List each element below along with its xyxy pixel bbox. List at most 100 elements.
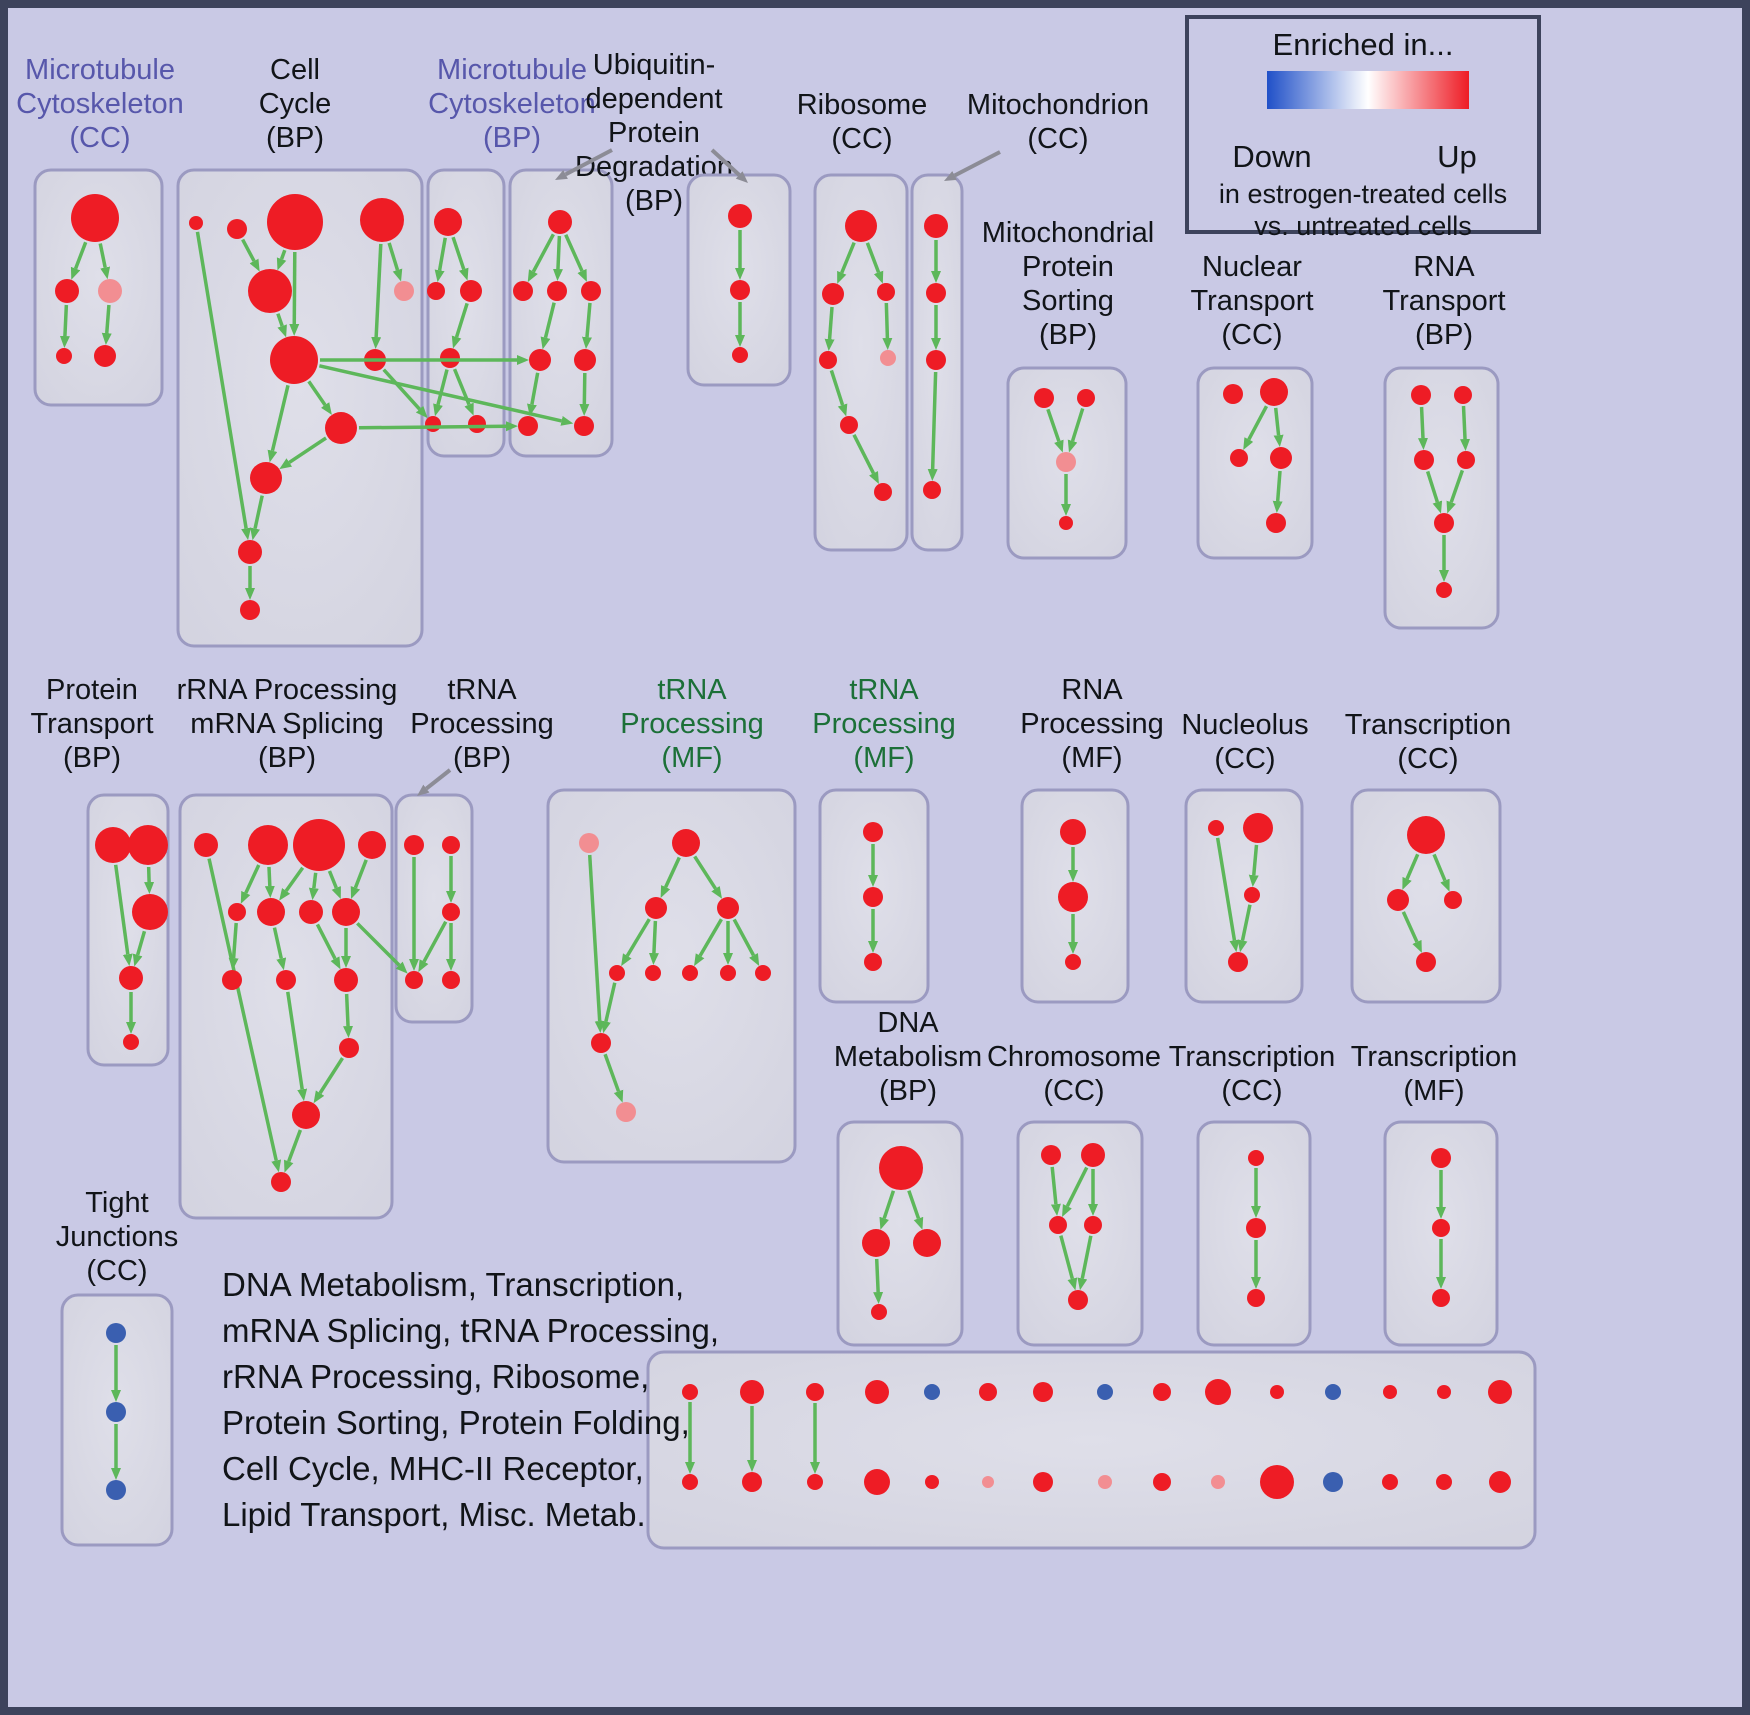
cluster-label-nucleolus-cc: Nucleolus(CC) [1181, 709, 1308, 775]
go-term-node [742, 1472, 762, 1492]
go-term-node [1060, 819, 1086, 845]
go-term-node [332, 898, 360, 926]
go-term-node [982, 1476, 994, 1488]
edge [540, 302, 556, 350]
go-term-node [405, 971, 423, 989]
go-term-node [732, 347, 748, 363]
cluster-mitochondrion-cc: Mitochondrion(CC) [910, 89, 1149, 552]
note-line: Protein Sorting, Protein Folding, [222, 1404, 690, 1441]
go-term-node [460, 280, 482, 302]
edge [241, 238, 260, 272]
label-pointer-arrow [710, 148, 749, 184]
go-term-node [1270, 1385, 1284, 1399]
label-pointer-arrow [417, 768, 452, 797]
edge [837, 241, 856, 284]
edge [240, 864, 261, 904]
edge [824, 306, 835, 352]
go-term-node [926, 350, 946, 370]
edge [527, 372, 540, 417]
edge [732, 918, 760, 966]
go-term-node [806, 1383, 824, 1401]
edge [1273, 407, 1284, 448]
go-term-node [95, 827, 131, 863]
cluster-transcription-cc-bottom: Transcription(CC) [1169, 1041, 1335, 1347]
edge [552, 235, 563, 282]
go-term-node [325, 412, 357, 444]
go-term-node [270, 336, 318, 384]
go-term-node [864, 1469, 890, 1495]
go-term-node [923, 481, 941, 499]
edge [327, 870, 341, 900]
go-term-node [1244, 887, 1260, 903]
edge [382, 368, 428, 419]
go-term-node [404, 835, 424, 855]
go-term-node [913, 1229, 941, 1257]
go-term-node [740, 1380, 764, 1404]
go-term-node [728, 204, 752, 228]
go-term-node [513, 281, 533, 301]
edge [228, 922, 239, 971]
edge [694, 918, 723, 967]
edge [358, 421, 519, 432]
go-term-node [442, 971, 460, 989]
note-line: mRNA Splicing, tRNA Processing, [222, 1312, 720, 1349]
go-term-node [1260, 1465, 1294, 1499]
legend-down-label: Down [1232, 139, 1312, 174]
go-term-node [1211, 1475, 1225, 1489]
go-term-node [682, 1474, 698, 1490]
go-term-node [106, 1402, 126, 1422]
go-term-node [1247, 1289, 1265, 1307]
edge [451, 302, 469, 349]
go-term-node [529, 349, 551, 371]
go-term-node [299, 900, 323, 924]
go-term-node [581, 281, 601, 301]
cluster-label-chromosome-cc: Chromosome(CC) [987, 1041, 1161, 1107]
go-term-node [720, 965, 736, 981]
go-term-node [1432, 1219, 1450, 1237]
go-term-node [574, 416, 594, 436]
edge [1062, 1166, 1089, 1217]
go-term-node [979, 1383, 997, 1401]
edge [693, 855, 723, 899]
go-term-node [1260, 378, 1288, 406]
go-term-node [1230, 449, 1248, 467]
cluster-chromosome-cc: Chromosome(CC) [987, 1041, 1161, 1347]
go-term-node [1323, 1472, 1343, 1492]
edge [1050, 1166, 1061, 1217]
note-line: DNA Metabolism, Transcription, [222, 1266, 685, 1303]
edge [865, 242, 884, 284]
go-term-node [1325, 1384, 1341, 1400]
go-term-node [645, 965, 661, 981]
go-term-node [55, 279, 79, 303]
go-term-node [1437, 1385, 1451, 1399]
cluster-box-ribosome-cc [813, 173, 909, 552]
cluster-ribosome-cc: Ribosome(CC) [797, 89, 927, 552]
edge [250, 495, 264, 541]
go-term-node [132, 894, 168, 930]
edge [1425, 470, 1443, 514]
cluster-box-nuclear-transport-cc [1196, 366, 1314, 560]
edge [279, 866, 305, 901]
edge [1402, 853, 1420, 890]
go-term-node [1246, 1218, 1266, 1238]
go-term-node [730, 280, 750, 300]
go-term-node [924, 1384, 940, 1400]
go-term-node [434, 208, 462, 236]
go-term-node [468, 415, 486, 433]
